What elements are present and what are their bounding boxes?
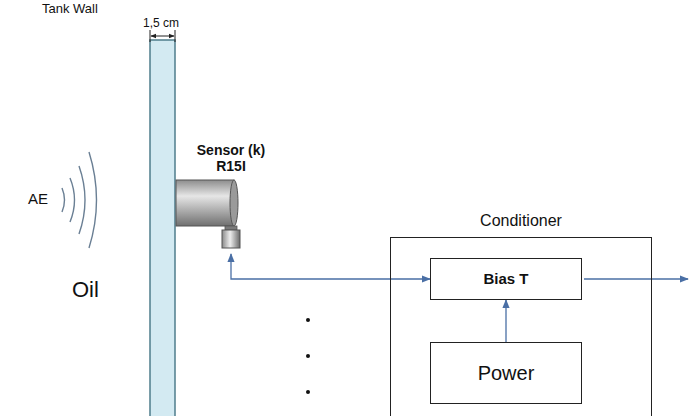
node-text: Sensor (k) R15I bbox=[188, 142, 274, 174]
node-heading: Conditioner bbox=[390, 212, 652, 230]
output-line bbox=[584, 278, 688, 279]
dimension-label: 1,5 cm bbox=[143, 17, 179, 30]
sensor: Sensor (k) R15I bbox=[175, 140, 287, 254]
acoustic-waves bbox=[62, 152, 97, 248]
power-box: Power bbox=[430, 342, 582, 404]
conditioner-box: ConditionerBias T Power bbox=[390, 210, 652, 416]
signal-connector bbox=[231, 254, 430, 279]
wall-dimension bbox=[150, 30, 175, 42]
wall-label: Tank Wall bbox=[42, 2, 98, 16]
node-heading: Sensor (k) R15I bbox=[175, 142, 287, 174]
node-text: Bias T bbox=[483, 270, 528, 287]
signal-label: AE bbox=[28, 191, 48, 208]
tank-wall bbox=[150, 40, 175, 416]
signal-connector bbox=[505, 300, 506, 342]
medium-label: Oil bbox=[72, 278, 99, 302]
continuation-dots bbox=[306, 318, 310, 394]
node-text: Power bbox=[478, 362, 535, 385]
node-text: Conditioner bbox=[480, 212, 562, 230]
bias-t-box: Bias T bbox=[430, 258, 582, 300]
